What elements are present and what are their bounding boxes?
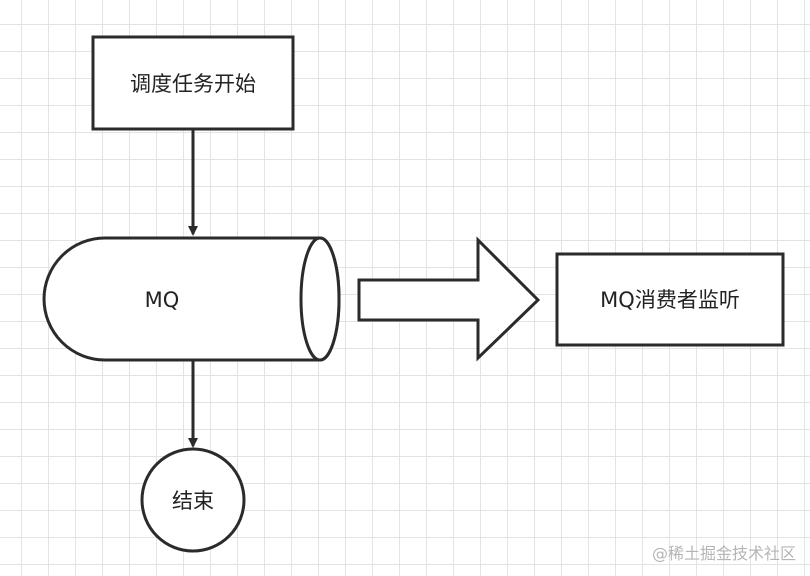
start-node-label: 调度任务开始 <box>130 72 256 96</box>
watermark-text: @稀土掘金技术社区 <box>651 544 796 563</box>
end-node-label: 结束 <box>172 489 214 513</box>
queue-node-label: MQ <box>145 288 180 312</box>
consumer-node-label: MQ消费者监听 <box>600 288 740 312</box>
block-arrow-queue-to-consumer[interactable] <box>357 236 541 362</box>
end-node[interactable]: 结束 <box>140 447 246 553</box>
queue-node[interactable]: MQ <box>42 236 341 362</box>
start-node[interactable]: 调度任务开始 <box>91 35 295 131</box>
consumer-node[interactable]: MQ消费者监听 <box>555 252 785 347</box>
